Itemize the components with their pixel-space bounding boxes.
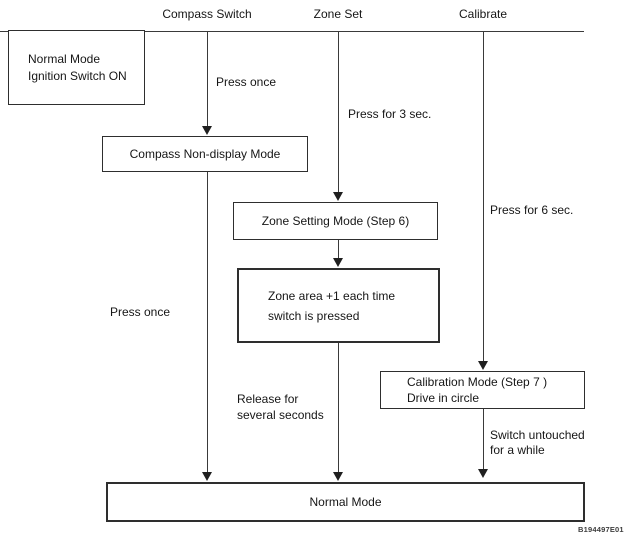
arrow-down-icon: [333, 472, 343, 481]
box-compass-nondisplay-mode: Compass Non-display Mode: [102, 136, 308, 172]
box-text-line: Ignition Switch ON: [28, 68, 127, 83]
box-text-line: Calibration Mode (Step 7 ): [407, 375, 548, 389]
flow-line-calibrate-1: [483, 31, 484, 361]
column-header-zone-set: Zone Set: [313, 7, 363, 21]
figure-code: B194497E01: [578, 525, 624, 534]
arrow-down-icon: [478, 469, 488, 478]
flow-line-compass-2: [207, 171, 208, 472]
edge-label-untouched: Switch untouched for a while: [490, 428, 585, 458]
arrow-down-icon: [202, 126, 212, 135]
arrow-down-icon: [202, 472, 212, 481]
box-text-line: Normal Mode: [28, 51, 101, 66]
edge-label-line: Switch untouched: [490, 428, 585, 442]
edge-label-line: Release for: [237, 392, 299, 406]
edge-label-line: several seconds: [237, 408, 324, 422]
edge-label-line: for a while: [490, 443, 545, 457]
arrow-down-icon: [333, 192, 343, 201]
arrow-down-icon: [333, 258, 343, 267]
column-header-calibrate: Calibrate: [458, 7, 508, 21]
box-text-line: Zone Setting Mode (Step 6): [261, 214, 410, 228]
edge-label-press-6sec: Press for 6 sec.: [490, 203, 574, 217]
box-calibration-mode: Calibration Mode (Step 7 ) Drive in circ…: [380, 371, 585, 409]
flow-line-calibrate-2: [483, 409, 484, 469]
box-zone-setting-mode: Zone Setting Mode (Step 6): [233, 202, 438, 240]
flow-line-zone-3: [338, 343, 339, 472]
box-text-line: Compass Non-display Mode: [129, 147, 281, 161]
box-normal-mode-end: Normal Mode: [106, 482, 585, 522]
box-text-line: switch is pressed: [268, 308, 360, 323]
column-header-compass-switch: Compass Switch: [162, 7, 252, 21]
top-rule: [0, 31, 584, 32]
box-text-line: Zone area +1 each time: [268, 288, 396, 303]
edge-label-press-once-left: Press once: [110, 305, 171, 319]
edge-label-press-once-top: Press once: [216, 75, 277, 89]
flow-line-zone-2: [338, 239, 339, 258]
flow-line-compass-1: [207, 31, 208, 126]
edge-label-press-3sec: Press for 3 sec.: [348, 107, 432, 121]
box-normal-mode-start: Normal Mode Ignition Switch ON: [8, 30, 145, 105]
box-text-line: Drive in circle: [407, 391, 480, 405]
box-text-line: Normal Mode: [309, 495, 382, 509]
arrow-down-icon: [478, 361, 488, 370]
edge-label-release: Release for several seconds: [237, 391, 324, 423]
box-zone-area-increment: Zone area +1 each time switch is pressed: [237, 268, 440, 343]
flow-line-zone-1: [338, 31, 339, 192]
